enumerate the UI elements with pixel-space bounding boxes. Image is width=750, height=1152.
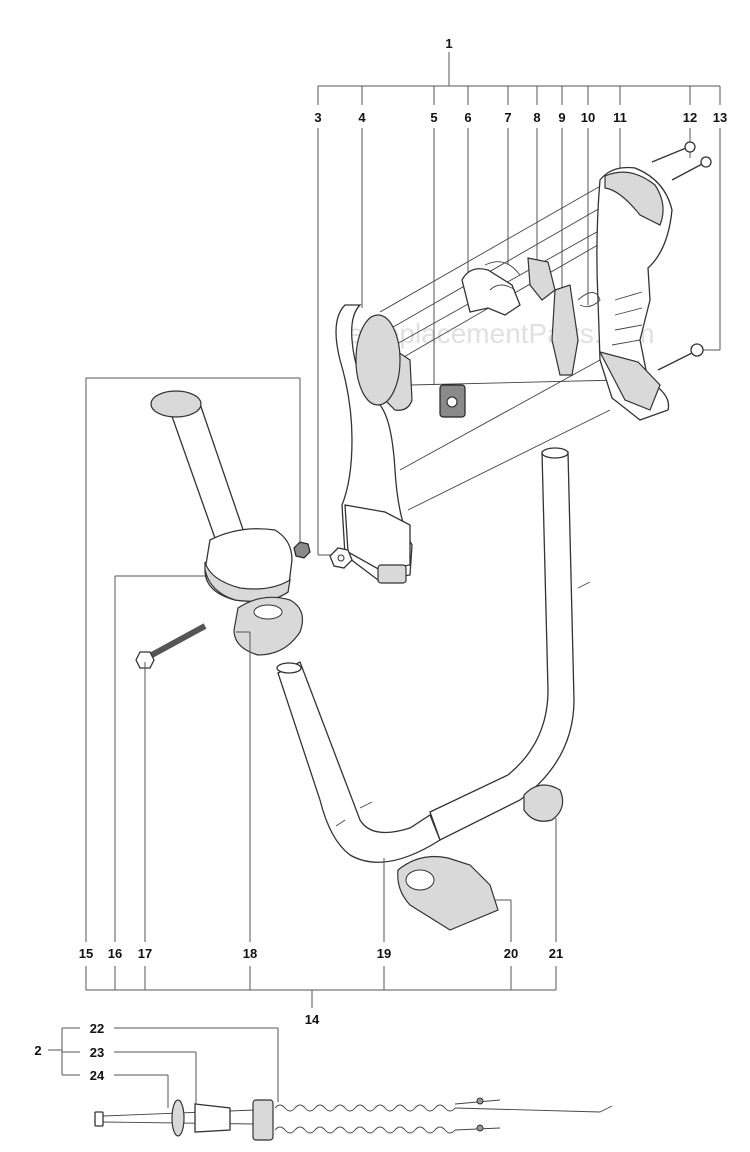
callout-21: 21 — [549, 946, 563, 961]
handle-assembly — [329, 141, 712, 584]
group-bracket-1 — [317, 52, 721, 105]
callout-3: 3 — [314, 110, 321, 125]
callout-15: 15 — [79, 946, 93, 961]
callout-5: 5 — [430, 110, 437, 125]
callout-16: 16 — [108, 946, 122, 961]
callout-17: 17 — [138, 946, 152, 961]
callout-10: 10 — [581, 110, 595, 125]
callout-9: 9 — [558, 110, 565, 125]
callout-18: 18 — [243, 946, 257, 961]
callout-2: 2 — [34, 1043, 41, 1058]
callout-14: 14 — [305, 1012, 320, 1027]
callout-6: 6 — [464, 110, 471, 125]
group-bracket-14 — [85, 377, 557, 1008]
callout-23: 23 — [90, 1045, 104, 1060]
leader-lines-top — [317, 128, 721, 556]
cable-assembly — [48, 1027, 613, 1141]
callout-7: 7 — [504, 110, 511, 125]
callout-24: 24 — [90, 1068, 105, 1083]
callout-11: 11 — [613, 110, 627, 125]
callout-20: 20 — [504, 946, 518, 961]
callout-22: 22 — [90, 1021, 104, 1036]
callout-8: 8 — [533, 110, 540, 125]
loop-handle-tube — [276, 447, 591, 863]
callout-13: 13 — [713, 110, 727, 125]
callout-19: 19 — [377, 946, 391, 961]
callout-12: 12 — [683, 110, 697, 125]
callout-labels: 1 3 4 5 6 7 8 9 10 11 12 13 15 16 17 18 … — [34, 36, 727, 1083]
callout-4: 4 — [358, 110, 366, 125]
callout-1: 1 — [445, 36, 452, 51]
grip-assembly — [135, 390, 564, 931]
